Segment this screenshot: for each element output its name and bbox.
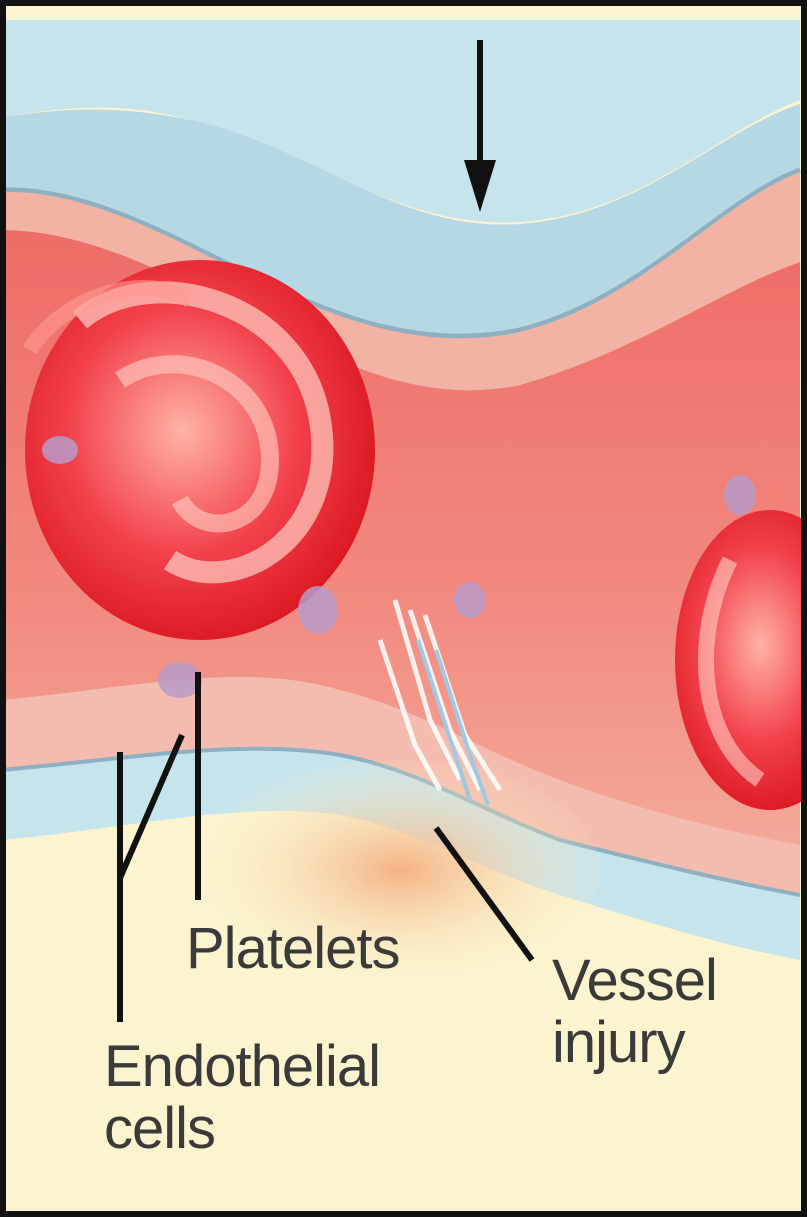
vessel-injury-line-1: Vessel (552, 950, 717, 1012)
vessel-injury-label: Vessel injury (552, 950, 717, 1074)
platelets-label: Platelets (186, 918, 399, 980)
endothelial-cells-line-2: cells (104, 1098, 380, 1160)
vessel-injury-line-2: injury (552, 1012, 717, 1074)
endothelial-cells-line-1: Endothelial (104, 1036, 380, 1098)
endothelial-cells-label: Endothelial cells (104, 1036, 380, 1160)
